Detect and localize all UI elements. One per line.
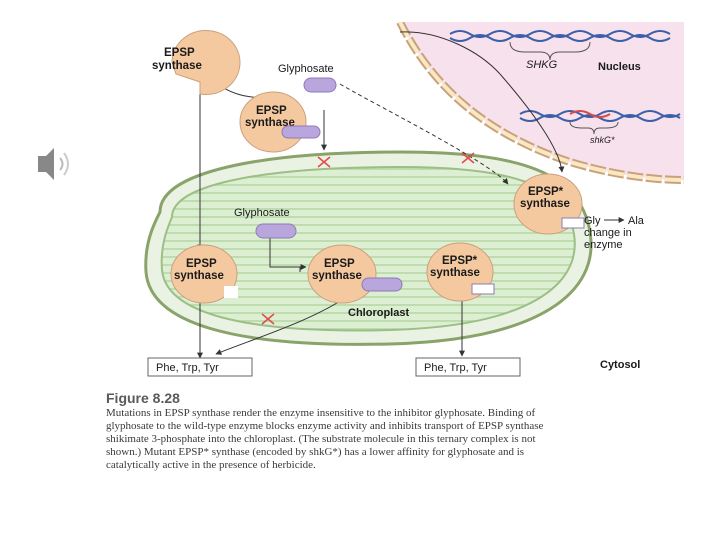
enzyme-mut-chloroplast: EPSP* synthase [426,242,495,302]
glyphosate-molecule [303,77,337,93]
svg-text:EPSP: EPSP [164,47,195,59]
svg-text:synthase: synthase [520,198,570,210]
glyphosate-molecule [255,223,297,239]
svg-text:enzyme: enzyme [584,239,623,251]
products-box-right: Phe, Trp, Tyr [415,357,521,377]
enzyme-wt-bound-chloroplast: EPSP synthase [307,244,403,304]
inhibition-marks [261,152,475,325]
caption-text: Mutations in EPSP synthase render the en… [106,407,544,471]
svg-text:synthase: synthase [312,270,362,282]
svg-text:Phe, Trp, Tyr: Phe, Trp, Tyr [156,362,219,374]
svg-text:EPSP: EPSP [186,258,217,270]
svg-text:synthase: synthase [430,267,480,279]
gene-label-mutant: shkG* [590,135,615,145]
svg-text:EPSP*: EPSP* [528,186,564,198]
nucleus [396,22,684,184]
svg-text:Gly: Gly [584,215,601,227]
mutation-note: Gly Ala change in enzyme [584,215,645,251]
nucleus-label: Nucleus [598,61,641,73]
enzyme-wt-cytosol: EPSP synthase [152,30,241,95]
epsp-figure: Nucleus SHKG shkG* Chloroplast [100,22,684,382]
svg-text:Phe, Trp, Tyr: Phe, Trp, Tyr [424,362,487,374]
speaker-icon[interactable] [32,140,82,190]
svg-text:EPSP*: EPSP* [442,255,478,267]
glyphosate-label-chloroplast: Glyphosate [234,207,290,219]
svg-text:EPSP: EPSP [256,105,287,117]
svg-text:synthase: synthase [245,117,295,129]
dna-wild-type [449,30,671,42]
figure-caption: Figure 8.28 Mutations in EPSP synthase r… [106,390,546,472]
figure-label: Figure 8.28 [106,390,180,406]
products-box-left: Phe, Trp, Tyr [147,357,253,377]
chloroplast-label: Chloroplast [348,307,409,319]
svg-text:synthase: synthase [152,60,202,72]
cytosol-label: Cytosol [600,359,640,371]
enzyme-mut-cytosol: EPSP* synthase [513,173,585,235]
enzyme-wt-bound-cytosol: EPSP synthase [239,91,321,153]
svg-text:EPSP: EPSP [324,258,355,270]
svg-text:synthase: synthase [174,270,224,282]
enzyme-wt-chloroplast: EPSP synthase [170,244,238,304]
svg-text:Ala: Ala [628,215,645,227]
svg-text:change in: change in [584,227,632,239]
dna-mutant [519,110,681,122]
glyphosate-label-cytosol: Glyphosate [278,63,334,75]
gene-label-shkg: SHKG [526,59,558,71]
